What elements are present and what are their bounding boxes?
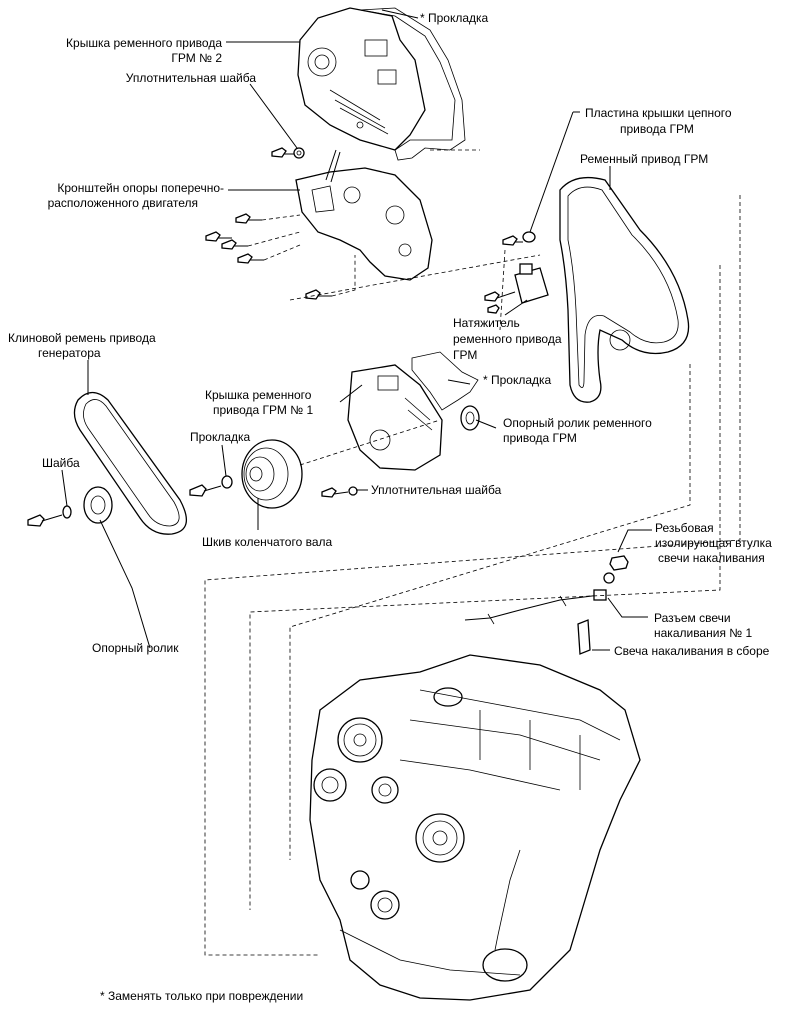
label-tensioner-line1: Натяжитель [453,316,520,330]
label-bracket-line1: Кронштейн опоры поперечно- [57,181,224,195]
bracket-bolts [205,213,356,300]
label-crank-pulley: Шкив коленчатого вала [202,535,332,549]
gasket-top [359,7,466,161]
label-bracket-line2: расположенного двигателя [48,196,198,210]
label-gasket-top: * Прокладка [420,11,489,25]
callout-labels: * Прокладка Крышка ременного привода ГРМ… [8,11,772,1003]
label-threaded-sleeve-line3: свечи накаливания [658,551,765,565]
alternator-v-belt [73,391,188,535]
label-vbelt-line1: Клиновой ремень привода [8,331,156,345]
small-gasket-part [189,475,233,497]
gasket-mid [411,351,479,411]
label-connector-line1: Разъем свечи [654,611,731,625]
crankshaft-pulley [241,439,303,509]
label-seal-washer-mid: Уплотнительная шайба [371,483,502,497]
leader-lines [61,9,652,651]
label-threaded-sleeve-line2: изолирующая втулка [655,536,772,550]
label-tensioner-line3: ГРМ [453,348,477,362]
idler-roller-part [27,486,113,527]
timing-belt [559,176,690,403]
timing-idler-part [460,405,480,431]
label-chain-plate-line2: привода ГРМ [620,122,694,136]
label-cover1-line1: Крышка ременного [205,388,312,402]
label-chain-plate-line1: Пластина крышки цепного [585,106,732,120]
engine-block [309,654,641,1001]
label-cover2-line2: ГРМ № 2 [171,51,222,65]
label-gasket-small: Прокладка [190,430,251,444]
chain-plate-parts [502,231,536,246]
seal-washer-top-part [271,147,305,159]
label-vbelt-line2: генератора [38,346,101,360]
label-seal-washer-top: Уплотнительная шайба [126,71,257,85]
label-idler-timing-line2: привода ГРМ [503,431,577,445]
label-idler-timing-line1: Опорный ролик ременного [503,416,652,430]
label-cover2-line1: Крышка ременного привода [66,36,222,50]
label-timing-belt: Ременный привод ГРМ [580,152,708,166]
label-washer: Шайба [42,456,80,470]
label-idler-roller: Опорный ролик [92,641,179,655]
glow-plug-parts [464,555,629,655]
label-gasket-mid: * Прокладка [483,373,552,387]
dashed-guides [204,149,741,956]
engine-mounting-bracket [295,149,433,281]
label-glow-plug: Свеча накаливания в сборе [614,644,770,658]
label-tensioner-line2: ременного привода [453,332,562,346]
timing-belt-cover-no1 [347,364,443,471]
label-cover1-line2: привода ГРМ № 1 [213,403,313,417]
timing-belt-cover-no2 [297,7,426,151]
label-connector-line2: накаливания № 1 [654,626,752,640]
footnote: * Заменять только при повреждении [100,989,303,1003]
seal-washer-mid-part [321,486,358,498]
timing-belt-tensioner [484,263,549,314]
label-threaded-sleeve-line1: Резьбовая [655,521,714,535]
